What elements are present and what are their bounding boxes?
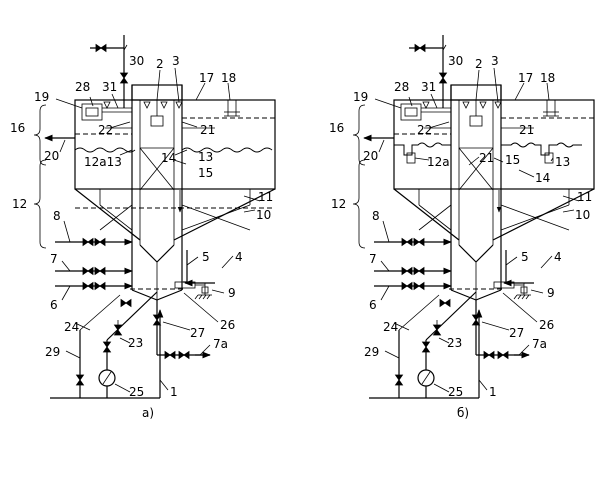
label-19: 19 xyxy=(34,90,49,104)
label-11: 11 xyxy=(577,190,592,204)
label-28: 28 xyxy=(75,80,90,94)
label-12a: 12а xyxy=(427,155,450,169)
label-4: 4 xyxy=(235,250,243,264)
label-23: 23 xyxy=(447,336,462,350)
label-14: 14 xyxy=(161,151,176,165)
valve-31-icon xyxy=(439,72,447,84)
label-11: 11 xyxy=(258,190,273,204)
label-8: 8 xyxy=(53,209,61,223)
label-18: 18 xyxy=(540,71,555,85)
label-21: 21 xyxy=(200,123,215,137)
label-4: 4 xyxy=(554,250,562,264)
caption-a: а) xyxy=(142,406,154,420)
label-22: 22 xyxy=(98,123,113,137)
label-15: 15 xyxy=(505,153,520,167)
label-6: 6 xyxy=(369,298,377,312)
label-25: 25 xyxy=(448,385,463,399)
label-9: 9 xyxy=(228,286,236,300)
label-25: 25 xyxy=(129,385,144,399)
label-14: 14 xyxy=(535,171,550,185)
valve-30-icon xyxy=(95,44,107,52)
label-7a: 7а xyxy=(532,337,547,351)
label-13: 13 xyxy=(198,150,213,164)
label-1: 1 xyxy=(170,385,178,399)
label-10: 10 xyxy=(256,208,271,222)
label-18: 18 xyxy=(221,71,236,85)
label-13: 13 xyxy=(555,155,570,169)
label-24: 24 xyxy=(383,320,398,334)
label-19: 19 xyxy=(353,90,368,104)
label-12: 12 xyxy=(12,197,27,211)
label-23: 23 xyxy=(128,336,143,350)
label-29: 29 xyxy=(364,345,379,359)
label-30: 30 xyxy=(129,54,144,68)
label-16: 16 xyxy=(329,121,344,135)
label-2: 2 xyxy=(475,57,483,71)
label-31: 31 xyxy=(102,80,117,94)
label-29: 29 xyxy=(45,345,60,359)
label-15: 15 xyxy=(198,166,213,180)
label-28: 28 xyxy=(394,80,409,94)
label-5: 5 xyxy=(202,250,210,264)
label-8: 8 xyxy=(372,209,380,223)
label-30: 30 xyxy=(448,54,463,68)
label-22: 22 xyxy=(417,123,432,137)
label-16: 16 xyxy=(10,121,25,135)
panel-a-scheme: 30 2 3 17 18 28 31 19 22 21 16 20 12а13 … xyxy=(10,35,276,420)
label-24: 24 xyxy=(64,320,79,334)
label-27: 27 xyxy=(190,326,205,340)
valve-30-icon xyxy=(414,44,426,52)
label-7: 7 xyxy=(50,252,58,266)
label-12: 12 xyxy=(331,197,346,211)
label-31: 31 xyxy=(421,80,436,94)
label-20: 20 xyxy=(363,149,378,163)
label-17: 17 xyxy=(518,71,533,85)
label-12a13: 12а13 xyxy=(84,155,122,169)
label-17: 17 xyxy=(199,71,214,85)
upper-tank-wall xyxy=(74,99,276,190)
label-5: 5 xyxy=(521,250,529,264)
label-7a: 7а xyxy=(213,337,228,351)
label-1: 1 xyxy=(489,385,497,399)
label-20: 20 xyxy=(44,149,59,163)
label-26: 26 xyxy=(220,318,235,332)
label-9: 9 xyxy=(547,286,555,300)
label-3: 3 xyxy=(172,54,180,68)
label-21-lower: 21 xyxy=(479,151,494,165)
label-3: 3 xyxy=(491,54,499,68)
label-21-upper: 21 xyxy=(519,123,534,137)
panel-b-scheme: 30 2 3 17 18 28 31 19 22 21 16 20 12а 21… xyxy=(329,35,595,420)
label-7: 7 xyxy=(369,252,377,266)
label-10: 10 xyxy=(575,208,590,222)
label-26: 26 xyxy=(539,318,554,332)
label-27: 27 xyxy=(509,326,524,340)
valve-31-icon xyxy=(120,72,128,84)
label-2: 2 xyxy=(156,57,164,71)
label-6: 6 xyxy=(50,298,58,312)
caption-b: б) xyxy=(457,406,469,420)
